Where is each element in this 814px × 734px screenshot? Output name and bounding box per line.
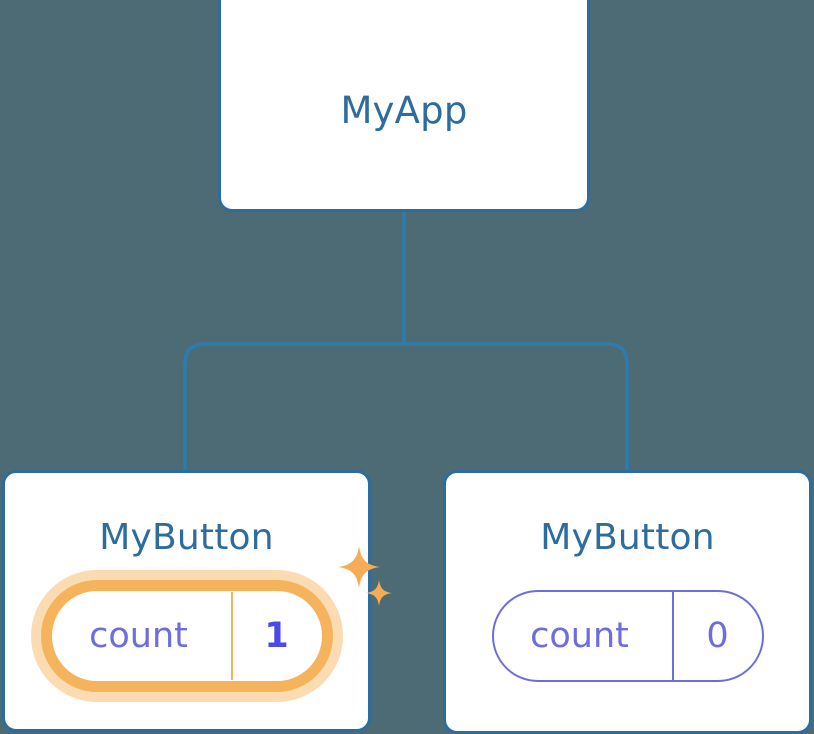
- sparkle-small-icon: [365, 580, 392, 606]
- node-myapp[interactable]: MyApp: [218, 0, 590, 212]
- state-value-left: 1: [230, 592, 321, 680]
- highlight-glow-outer: [30, 570, 343, 702]
- state-key-left: count: [89, 615, 188, 656]
- state-pill-right[interactable]: count 0: [491, 590, 764, 682]
- state-value-right: 0: [671, 592, 762, 680]
- state-key-right: count: [530, 615, 629, 656]
- highlight-glow-inner: [40, 580, 333, 692]
- state-pill-holder-left: count 1: [30, 546, 392, 702]
- edge-branch-bar: [183, 342, 629, 470]
- node-mybutton-left[interactable]: MyButton count 1: [2, 470, 392, 732]
- state-pill-left[interactable]: count 1: [51, 590, 323, 682]
- state-pill-holder-right: count 0: [491, 590, 764, 682]
- state-pill-wrap-right: count 0: [446, 590, 809, 682]
- node-mybutton-right[interactable]: MyButton count 0: [443, 470, 812, 734]
- node-mybutton-left-title: MyButton: [99, 517, 274, 558]
- node-myapp-title: MyApp: [340, 89, 468, 132]
- state-pill-wrap-left: count 1: [5, 546, 392, 702]
- node-mybutton-right-title: MyButton: [540, 517, 715, 558]
- sparkle-group: [332, 546, 402, 626]
